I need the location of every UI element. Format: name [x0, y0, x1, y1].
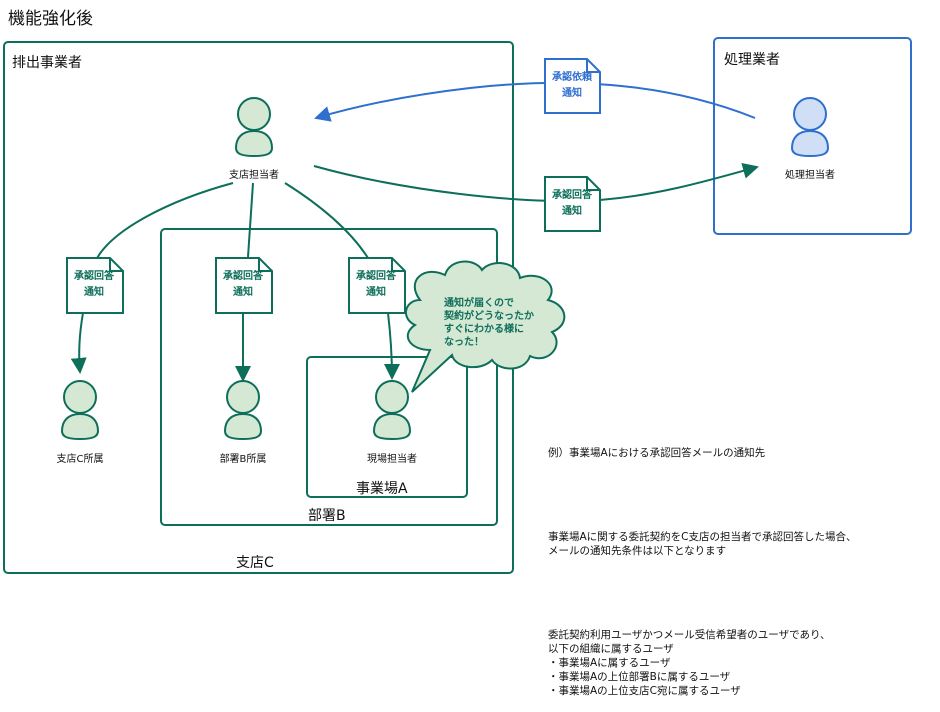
branch-group-label: 支店C [236, 555, 274, 571]
speech-cloud [405, 260, 566, 393]
request-arrow [314, 81, 756, 122]
site-manager-arrow [383, 312, 400, 380]
answer-doc-site [348, 257, 406, 314]
note-paragraph-1: 事業場Aに関する委託契約をC支店の担当者で承認回答した場合、 メールの通知先条件… [548, 531, 857, 557]
department-group [160, 228, 498, 526]
department-member-label: 部署B所属 [219, 454, 267, 465]
answer-doc-branch-label: 承認回答 通知 [74, 271, 114, 298]
answer-arrow [313, 163, 759, 202]
answer-doc-branch [66, 257, 124, 314]
diagram-canvas [60, 58, 830, 441]
processor-group [713, 37, 912, 235]
department-member-avatar [223, 380, 263, 441]
answer-doc-processor [544, 176, 601, 232]
discharger-group-label: 排出事業者 [12, 55, 82, 71]
processor-manager-label: 処理担当者 [785, 170, 835, 181]
answer-doc-processor-label: 承認回答 通知 [552, 190, 592, 217]
site-manager-label: 現場担当者 [367, 454, 417, 465]
processor-group-label: 処理業者 [724, 52, 780, 68]
note-heading: 例）事業場Aにおける承認回答メールの通知先 [548, 447, 766, 459]
branch-manager-avatar [234, 97, 274, 158]
branch-member-label: 支店C所属 [56, 454, 104, 465]
site-manager-avatar [372, 380, 412, 441]
department-group-label: 部署B [308, 508, 346, 524]
processor-manager-avatar [790, 97, 830, 158]
request-doc [544, 58, 601, 114]
site-group-label: 事業場A [356, 481, 408, 497]
site-manager-line [284, 182, 369, 259]
answer-doc-department [215, 257, 273, 314]
branch-member-arrow [70, 312, 87, 374]
notification-note: 例）事業場Aにおける承認回答メールの通知先 事業場Aに関する委託契約をC支店の担… [548, 418, 857, 712]
note-paragraph-2: 委託契約利用ユーザかつメール受信希望者のユーザであり、 以下の組織に属するユーザ… [548, 629, 831, 697]
branch-member-line [94, 182, 234, 263]
site-group [306, 356, 468, 498]
answer-doc-site-label: 承認回答 通知 [356, 271, 396, 298]
page-title: 機能強化後 [8, 9, 93, 29]
branch-member-avatar [60, 380, 100, 441]
department-member-line [247, 182, 254, 258]
request-doc-label: 承認依頼 通知 [552, 72, 592, 99]
answer-doc-department-label: 承認回答 通知 [223, 271, 263, 298]
speech-cloud-text: 通知が届くので 契約がどうなったか すぐにわかる様に なった！ [444, 298, 534, 348]
branch-manager-label: 支店担当者 [229, 170, 279, 181]
